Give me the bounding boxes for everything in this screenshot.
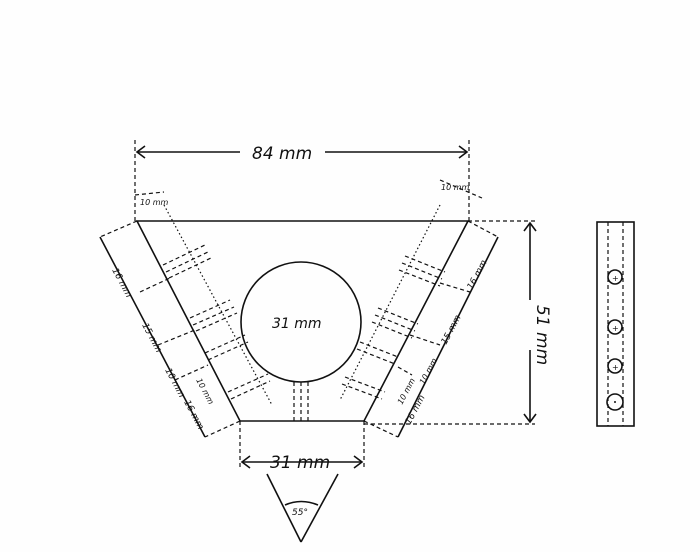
left-segment-2: 15 mm: [139, 322, 163, 355]
right-segment-1: 16 mm: [466, 258, 490, 291]
left-segment-3: 10 mm: [162, 367, 186, 400]
height-label: 51 mm: [532, 305, 552, 365]
svg-text:+: +: [612, 274, 619, 283]
left-inner-label: 10 mm: [194, 377, 215, 406]
bottom-dimension: 31 mm: [239, 421, 365, 473]
top-dimension: 84 mm: [134, 140, 470, 221]
height-dimension: 51 mm: [364, 220, 552, 425]
right-segment-2: 15 mm: [440, 313, 464, 346]
right-strip-width-label: 10 mm: [441, 183, 470, 192]
center-bore: [293, 382, 309, 421]
svg-text:+: +: [612, 363, 619, 372]
angle-indicator: 55°: [266, 473, 339, 543]
left-strip-width-label: 10 mm: [140, 198, 169, 207]
left-segment-4: 16 mm: [181, 399, 205, 432]
right-segment-3: 10 mm: [418, 357, 439, 386]
right-strip: 10 mm 16 mm 15 mm 10 mm 16 mm 10 mm: [339, 179, 499, 438]
top-width-label: 84 mm: [252, 144, 312, 164]
bottom-width-label: 31 mm: [270, 453, 330, 473]
circle-diameter-label: 31 mm: [272, 316, 322, 332]
left-segment-1: 16 mm: [109, 267, 133, 300]
angle-label: 55°: [292, 508, 308, 518]
svg-text:+: +: [612, 324, 619, 333]
side-view: + + +: [596, 221, 635, 427]
